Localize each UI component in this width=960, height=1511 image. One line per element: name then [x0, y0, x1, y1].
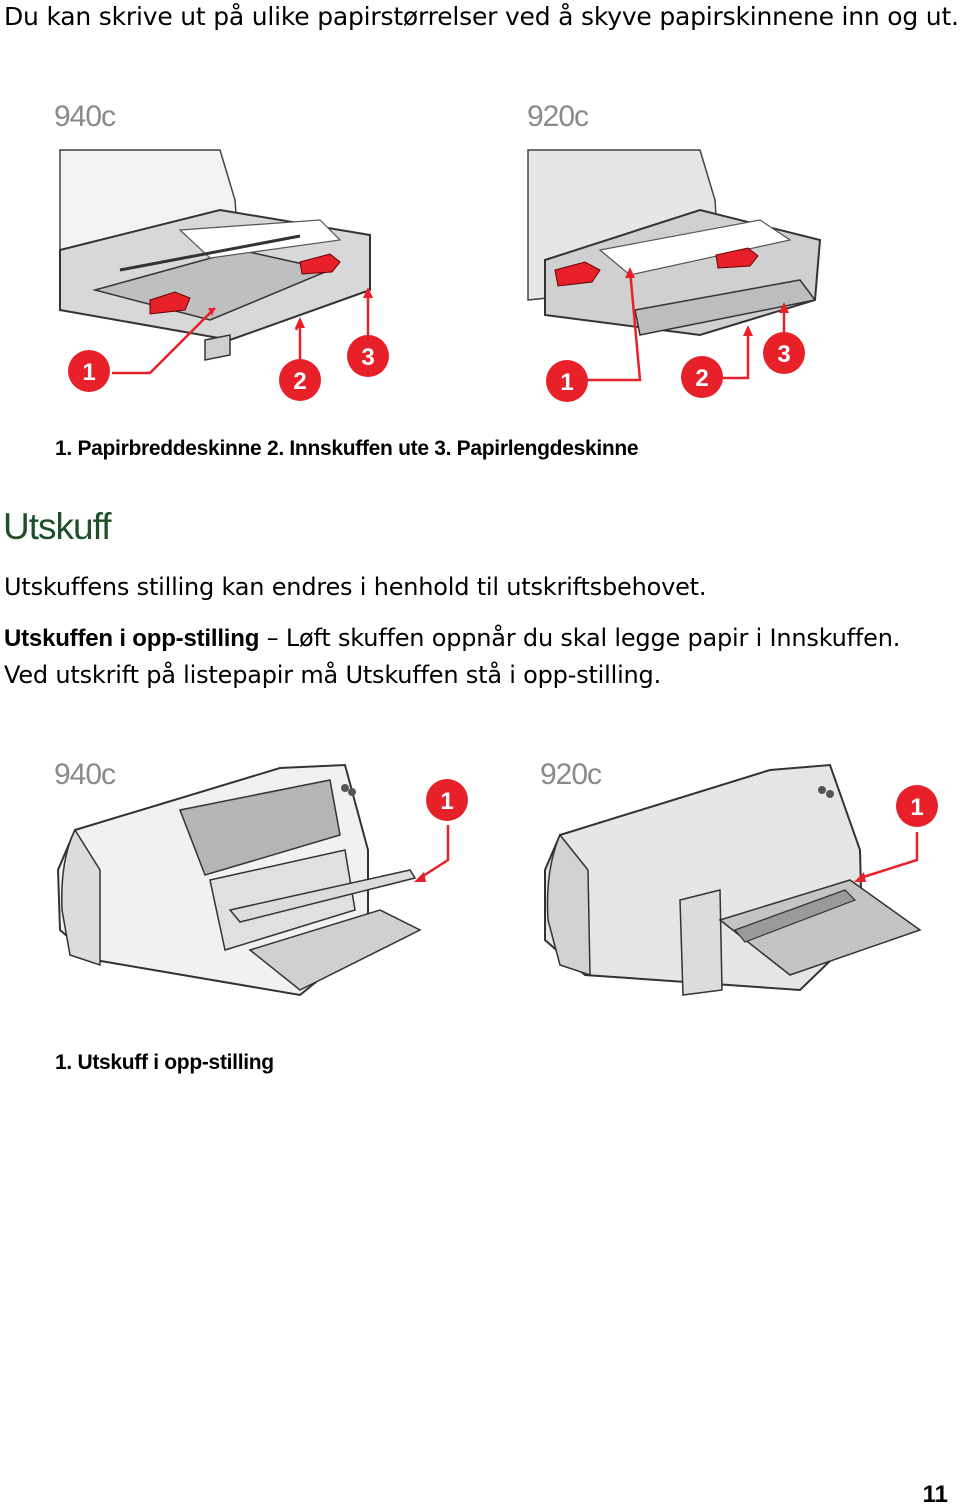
printer-940c-tray-image [59, 149, 371, 361]
callout-2-right-text: 2 [695, 365, 708, 392]
callout-1-left-text: 1 [82, 359, 95, 386]
section-paragraph-3: Ved utskrift på listepapir må Utskuffen … [4, 661, 662, 689]
callout-1-920c-text: 1 [910, 794, 923, 821]
figure1-caption: 1. Papirbreddeskinne 2. Innskuffen ute 3… [55, 437, 639, 460]
printer-920c-tray-image [527, 149, 822, 337]
section-paragraph-2-rest: – Løft skuffen oppnår du skal legge papi… [259, 624, 901, 652]
callout-1-940c-text: 1 [440, 788, 453, 815]
section-paragraph-2: Utskuffen i opp-stilling – Løft skuffen … [4, 624, 900, 653]
callout-1-920c: 1 [896, 785, 938, 827]
input-tray-illustration: 1 2 3 1 2 3 [59, 149, 822, 402]
callout-2-right: 2 [681, 356, 723, 398]
model-label-940c: 940c [54, 100, 116, 133]
model-label-940c-2: 940c [54, 758, 116, 791]
callout-2-left: 2 [279, 359, 321, 401]
arrow-heads-2 [414, 872, 866, 882]
leader-lines-2 [419, 825, 919, 880]
callout-2-left-text: 2 [293, 368, 306, 395]
section-heading: Utskuff [3, 506, 111, 547]
callout-1-940c: 1 [426, 779, 468, 821]
callout-1-right: 1 [546, 360, 588, 402]
section-paragraph-2-bold: Utskuffen i opp-stilling [4, 625, 260, 652]
intro-text: Du kan skrive ut på ulike papirstørrelse… [4, 2, 959, 31]
callout-1-right-text: 1 [560, 369, 573, 396]
model-label-920c-2: 920c [540, 758, 602, 791]
callout-3-left-text: 3 [361, 344, 374, 371]
callout-3-right-text: 3 [777, 341, 790, 368]
model-label-920c: 920c [527, 100, 589, 133]
printer-940c-image [56, 763, 422, 997]
printer-920c-image [544, 763, 922, 996]
output-tray-illustration: 1 1 [56, 763, 938, 997]
arrow-heads [208, 267, 789, 336]
callout-1-left: 1 [68, 350, 110, 392]
section-paragraph-1: Utskuffens stilling kan endres i henhold… [4, 573, 707, 601]
figure2-caption: 1. Utskuff i opp-stilling [55, 1051, 274, 1074]
callout-3-left: 3 [347, 335, 389, 377]
callout-3-right: 3 [763, 332, 805, 374]
page-number: 11 [922, 1481, 948, 1508]
